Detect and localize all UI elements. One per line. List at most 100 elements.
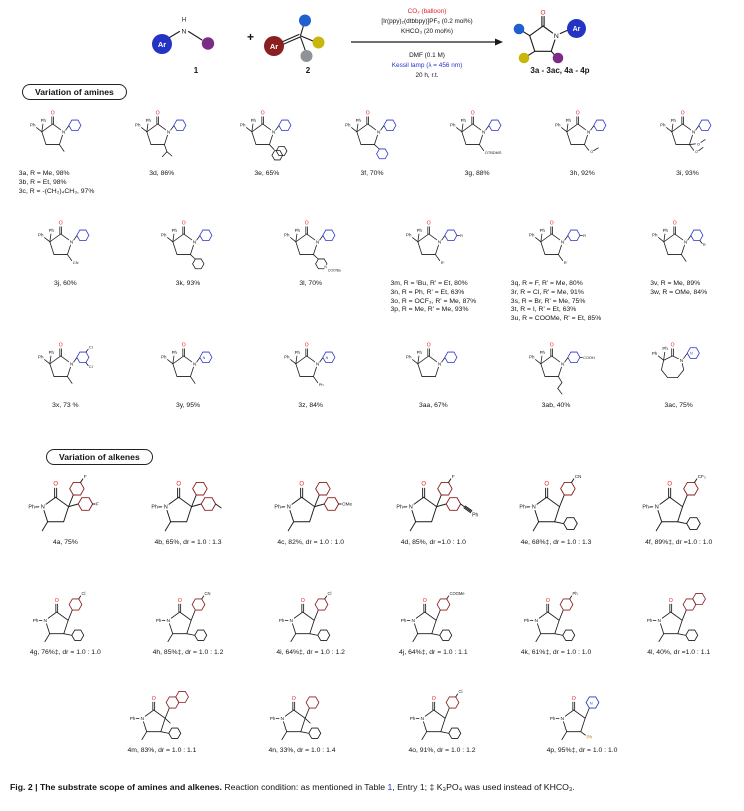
- caption-text-2: , Entry 1; ‡ K₃PO₄ was used instead of K…: [392, 782, 575, 792]
- compound-label: 4j, 64%‡, dr = 1.0 : 1.1: [399, 649, 468, 656]
- svg-text:N: N: [657, 618, 661, 624]
- nitrogen-atom: N: [554, 33, 559, 40]
- compound-label: 3q, R = F, R' = Me, 80%: [510, 280, 583, 287]
- compound-label-block: 3ac, 75%: [665, 402, 693, 411]
- caption-table-link[interactable]: 1: [387, 782, 393, 792]
- svg-text:Ph: Ph: [38, 355, 44, 360]
- compound-label-block: 3f, 70%: [360, 170, 383, 179]
- compound-label: 4p, 95%‡, dr = 1.0 : 1.0: [546, 747, 618, 754]
- svg-text:O: O: [544, 482, 549, 488]
- compound-label: 3k, 93%: [175, 280, 201, 287]
- compound-label-block: 3k, 93%: [176, 280, 201, 289]
- compound-label: 3x, 73 %: [52, 402, 79, 409]
- compound-label: 4i, 64%‡, dr = 1.0 : 1.2: [276, 649, 345, 656]
- compound-label-block: 3q, R = F, R' = Me, 80%3r, R = Cl, R' = …: [511, 280, 601, 324]
- svg-text:Cl: Cl: [89, 344, 93, 349]
- svg-text:N: N: [316, 362, 320, 367]
- svg-text:N: N: [193, 362, 197, 367]
- substituent-ball-blue: [299, 14, 311, 27]
- svg-text:COOMe: COOMe: [450, 591, 466, 596]
- svg-text:R': R': [564, 260, 568, 265]
- svg-text:Ph: Ph: [284, 355, 290, 360]
- svg-text:N: N: [421, 716, 425, 722]
- condition-base: KHCO₃ (20 mol%): [401, 27, 453, 35]
- section-label-alkenes: Variation of alkenes: [46, 449, 153, 465]
- reaction-arrow: [351, 38, 503, 46]
- arrowhead: [495, 38, 503, 46]
- svg-text:R: R: [583, 233, 586, 238]
- compound-label-block: 4n, 33%, dr = 1.0 : 1.4: [268, 747, 335, 756]
- condition-photocatalyst: [Ir(ppy)₂(dtbbpy)]PF₆ (0.2 mol%): [381, 17, 473, 25]
- svg-text:Ph: Ph: [406, 233, 412, 238]
- svg-text:O: O: [696, 149, 699, 154]
- compound-label: 3v, R = Me, 89%: [650, 280, 701, 287]
- svg-text:Ph: Ph: [646, 618, 652, 623]
- compound-label: 3o, R = OCF₃, R' = Me, 87%: [390, 297, 477, 305]
- svg-text:N: N: [281, 716, 285, 722]
- svg-text:Ph: Ph: [652, 233, 658, 238]
- compound-label: 3c, R = -(CH₂)₄CH₃, 97%: [18, 187, 95, 195]
- compound-label-block: 3g, 88%: [465, 170, 490, 179]
- svg-text:Ph: Ph: [345, 123, 351, 128]
- svg-text:CN: CN: [205, 591, 211, 596]
- compound-label: 4h, 85%‡, dr = 1.0 : 1.2: [152, 649, 224, 656]
- svg-text:O: O: [178, 598, 182, 604]
- compound-label-block: 4l, 40%, dr =1.0 : 1.1: [647, 649, 710, 658]
- svg-text:O: O: [54, 482, 59, 488]
- product-range-label: 3a - 3ac, 4a - 4p: [530, 66, 590, 75]
- svg-text:N: N: [164, 505, 168, 511]
- svg-text:Ph: Ph: [33, 618, 39, 623]
- compound-label: 3aa, 67%: [418, 402, 448, 409]
- compound-label: 3i, 93%: [676, 170, 699, 177]
- svg-text:Cl: Cl: [89, 364, 93, 369]
- svg-text:Ph: Ph: [250, 118, 256, 123]
- compound-label: 3m, R = ᵗBu, R' = Et, 80%: [390, 280, 468, 287]
- compound-label-block: 4f, 89%‡, dr =1.0 : 1.0: [645, 539, 712, 548]
- substituent-ball-yellow: [518, 52, 530, 64]
- svg-text:Ph: Ph: [397, 505, 404, 511]
- svg-text:O: O: [546, 598, 550, 604]
- compound-label: 4c, 82%, dr = 1.0 : 1.0: [277, 539, 345, 546]
- svg-text:O: O: [50, 111, 54, 117]
- svg-text:N: N: [377, 130, 381, 135]
- condition-time: 20 h, r.t.: [415, 71, 439, 79]
- svg-text:Ph: Ph: [660, 123, 666, 128]
- svg-text:Ph: Ph: [161, 355, 167, 360]
- compound-label-block: 3l, 70%: [299, 280, 322, 289]
- compound-label: 3u, R = COOMe, R' = Et, 85%: [510, 315, 602, 323]
- svg-text:Ph: Ph: [472, 513, 478, 519]
- svg-text:F: F: [452, 474, 455, 479]
- svg-text:Ph: Ph: [450, 123, 456, 128]
- compound-label: 3d, 86%: [149, 170, 175, 177]
- substituent-ball-yellow: [312, 36, 325, 49]
- compound-label-block: 4m, 83%, dr = 1.0 : 1.1: [128, 747, 197, 756]
- svg-text:Ph: Ph: [555, 123, 561, 128]
- plus-sign: +: [247, 30, 255, 44]
- compound-label: 4g, 76%‡, dr = 1.0 : 1.0: [29, 649, 101, 656]
- amine-substrate: Ar N H 1: [146, 8, 246, 75]
- compound-label-block: 4o, 91%, dr = 1.0 : 1.2: [408, 747, 475, 756]
- svg-text:COOH: COOH: [583, 355, 595, 360]
- svg-text:Ph: Ph: [524, 618, 530, 623]
- svg-text:N: N: [412, 618, 416, 624]
- compound-label: 3b, R = Et, 98%: [18, 178, 67, 186]
- compound-2-label: 2: [305, 66, 311, 75]
